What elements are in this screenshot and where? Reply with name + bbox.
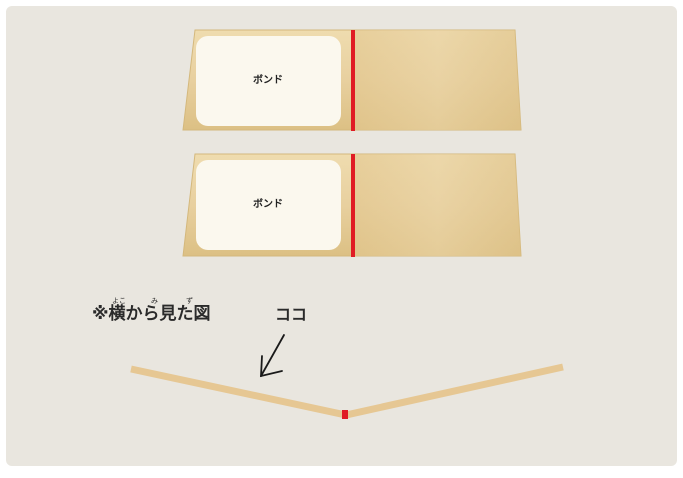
side-view-caption-text: ※横から見た図 bbox=[92, 304, 211, 324]
side-view-joint-marker bbox=[342, 410, 348, 419]
side-view-plank bbox=[130, 363, 564, 419]
wood-board-right-half bbox=[355, 154, 521, 256]
furigana-mi: み bbox=[151, 297, 158, 305]
bond-area bbox=[196, 160, 341, 250]
side-view-board bbox=[130, 363, 564, 419]
diagram-svg: ボンド ボンド bbox=[130, 29, 564, 419]
arrow-shaft bbox=[260, 334, 285, 377]
bond-area bbox=[196, 36, 341, 126]
pointer-arrow bbox=[260, 334, 285, 378]
wood-panel-bottom: ボンド bbox=[182, 153, 522, 257]
wood-panel-top: ボンド bbox=[182, 29, 522, 131]
illustration-canvas: ボンド ボンド ※横から見た図 よこ み ず ココ bbox=[6, 6, 677, 466]
wood-board-right-half bbox=[355, 30, 521, 130]
furigana-yoko: よこ bbox=[112, 297, 126, 305]
arrow-head bbox=[260, 355, 283, 378]
furigana-zu: ず bbox=[186, 297, 193, 305]
pointer-label: ココ bbox=[275, 305, 308, 324]
side-view-caption: ※横から見た図 bbox=[92, 304, 211, 324]
bond-label: ボンド bbox=[253, 73, 283, 86]
bond-label: ボンド bbox=[253, 197, 283, 210]
